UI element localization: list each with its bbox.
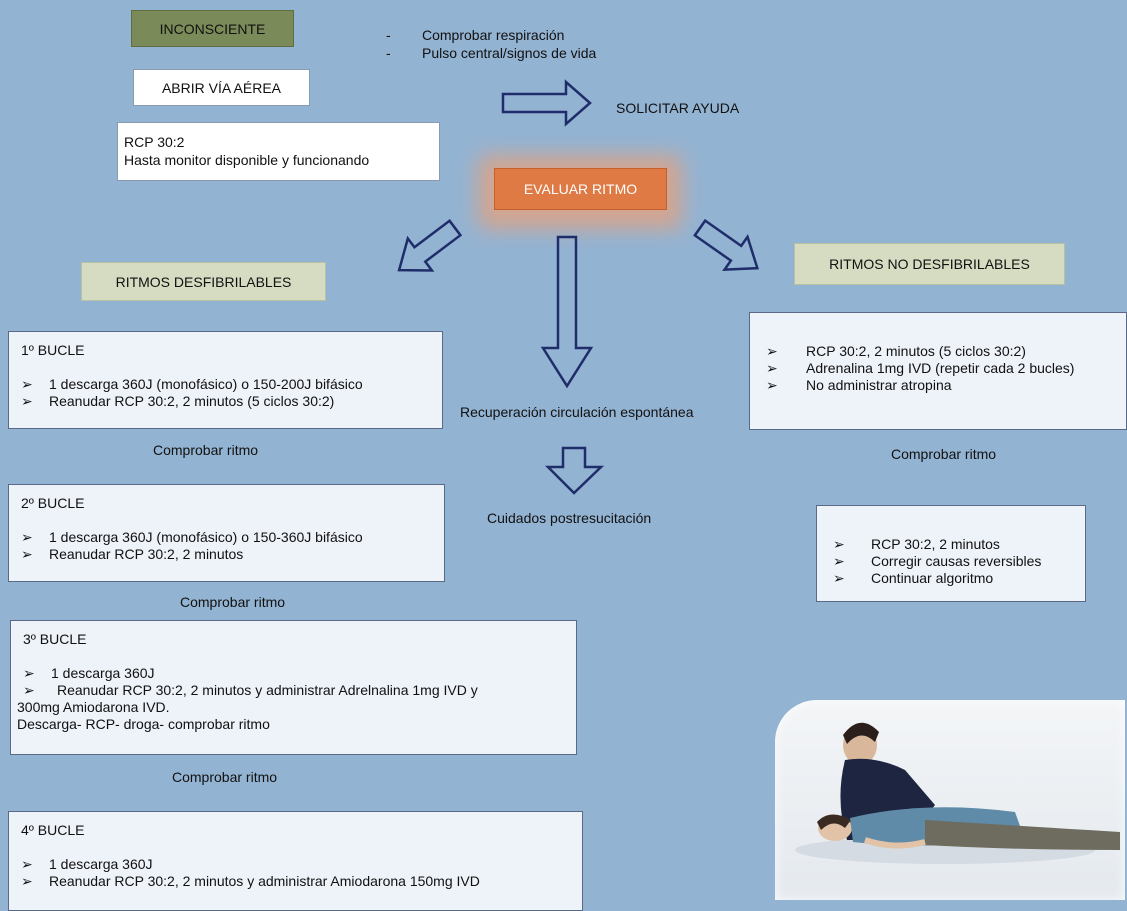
- check-item: -Pulso central/signos de vida: [386, 45, 597, 61]
- abrir-via-box: ABRIR VÍA AÉREA: [133, 69, 310, 106]
- arrow-down-icon: [540, 235, 594, 389]
- list-item: 1 descarga 360J (monofásico) o 150-200J …: [21, 376, 430, 393]
- bucle1-title: 1º BUCLE: [21, 342, 85, 358]
- ritmos-no-desf-box: RITMOS NO DESFIBRILABLES: [794, 243, 1065, 285]
- list-item: Reanudar RCP 30:2, 2 minutos (5 ciclos 3…: [21, 393, 430, 410]
- rcp-initial-box: RCP 30:2 Hasta monitor disponible y func…: [117, 122, 440, 181]
- cpr-photo: [775, 700, 1125, 900]
- bucle4-title: 4º BUCLE: [21, 822, 85, 838]
- bucle4-panel: 4º BUCLE 1 descarga 360J Reanudar RCP 30…: [8, 811, 583, 911]
- evaluar-ritmo-box: EVALUAR RITMO: [494, 168, 667, 210]
- no-desf-panel: RCP 30:2, 2 minutos (5 ciclos 30:2) Adre…: [749, 312, 1127, 430]
- bucle3-item2-cont: 300mg Amiodarona IVD.: [17, 699, 170, 715]
- ritmos-no-desf-label: RITMOS NO DESFIBRILABLES: [829, 256, 1030, 272]
- arrow-right-icon: [501, 79, 592, 127]
- checks-list: -Comprobar respiración -Pulso central/si…: [386, 26, 596, 62]
- bucle3-panel: 3º BUCLE 1 descarga 360J Reanudar RCP 30…: [10, 620, 577, 755]
- arrow-down-right-icon: [693, 218, 760, 271]
- inconsciente-label: INCONSCIENTE: [159, 20, 266, 37]
- no-desf-panel-2: RCP 30:2, 2 minutos Corregir causas reve…: [816, 505, 1086, 602]
- list-item: 1 descarga 360J: [17, 665, 570, 682]
- ritmos-desf-label: RITMOS DESFIBRILABLES: [115, 273, 292, 290]
- small-arrow-down-icon: [544, 446, 605, 495]
- list-item: 1 descarga 360J: [21, 856, 570, 873]
- bucle3-note: Descarga- RCP- droga- comprobar ritmo: [17, 716, 270, 732]
- bucle2-title: 2º BUCLE: [21, 495, 85, 511]
- evaluar-ritmo-label: EVALUAR RITMO: [523, 181, 638, 197]
- cpr-illustration: [795, 722, 1120, 864]
- list-item: Corregir causas reversibles: [833, 553, 1069, 570]
- comprobar-ritmo-2: Comprobar ritmo: [180, 594, 286, 610]
- solicitar-ayuda-label: SOLICITAR AYUDA: [616, 100, 740, 116]
- list-item: Continuar algoritmo: [833, 570, 1069, 587]
- comprobar-ritmo-1: Comprobar ritmo: [153, 442, 259, 458]
- arrow-down-left-icon: [397, 219, 463, 272]
- list-item: Reanudar RCP 30:2, 2 minutos y administr…: [17, 682, 570, 699]
- bucle1-panel: 1º BUCLE 1 descarga 360J (monofásico) o …: [8, 331, 443, 429]
- list-item: Reanudar RCP 30:2, 2 minutos: [21, 546, 432, 563]
- list-item: RCP 30:2, 2 minutos (5 ciclos 30:2): [766, 343, 1110, 360]
- bucle2-panel: 2º BUCLE 1 descarga 360J (monofásico) o …: [8, 484, 445, 582]
- ritmos-desf-box: RITMOS DESFIBRILABLES: [81, 262, 326, 301]
- comprobar-ritmo-3: Comprobar ritmo: [172, 769, 278, 785]
- check-item: -Comprobar respiración: [386, 27, 565, 43]
- bucle3-title: 3º BUCLE: [23, 631, 87, 647]
- inconsciente-box: INCONSCIENTE: [131, 10, 294, 47]
- list-item: RCP 30:2, 2 minutos: [833, 536, 1069, 553]
- list-item: Reanudar RCP 30:2, 2 minutos y administr…: [21, 873, 570, 890]
- recuperacion-label: Recuperación circulación espontánea: [460, 404, 694, 420]
- list-item: 1 descarga 360J (monofásico) o 150-360J …: [21, 529, 432, 546]
- abrir-via-label: ABRIR VÍA AÉREA: [161, 79, 282, 96]
- comprobar-ritmo-4: Comprobar ritmo: [891, 446, 997, 462]
- list-item: Adrenalina 1mg IVD (repetir cada 2 bucle…: [766, 360, 1110, 377]
- cuidados-label: Cuidados postresucitación: [487, 510, 652, 526]
- list-item: No administrar atropina: [766, 377, 1110, 394]
